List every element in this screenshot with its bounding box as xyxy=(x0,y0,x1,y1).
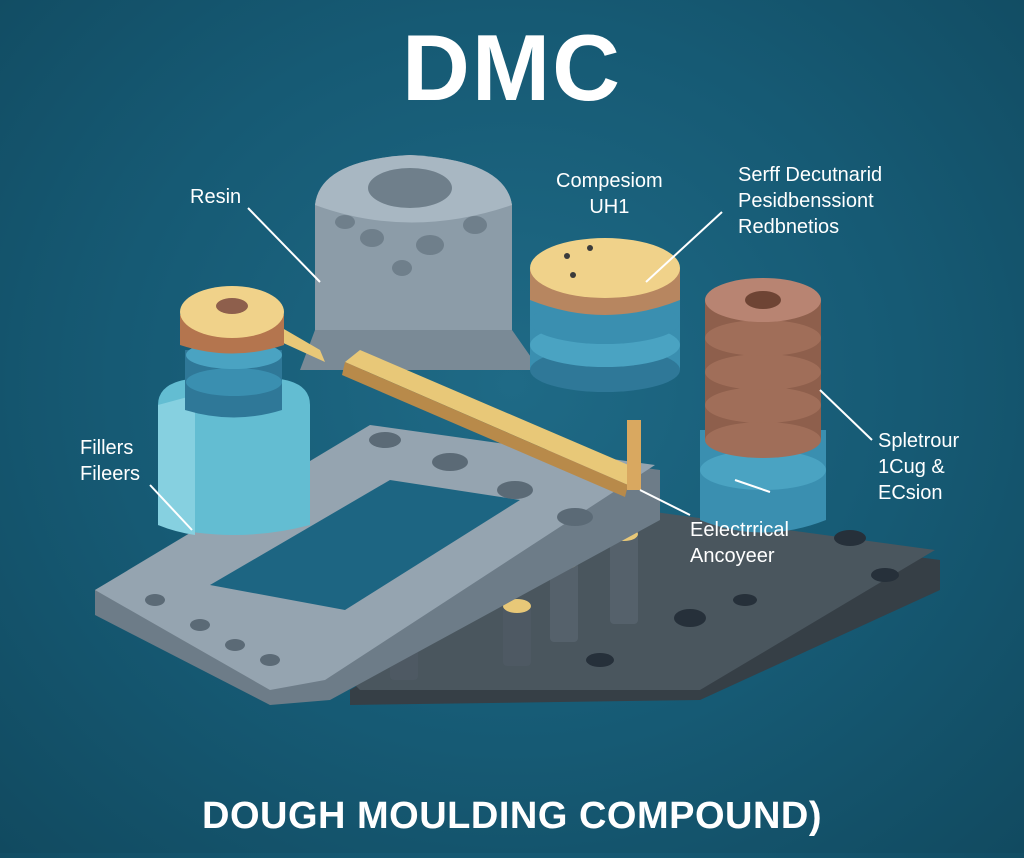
label-resin: Resin xyxy=(190,184,241,210)
label-serf-line-3: Redbnetios xyxy=(738,216,840,238)
electrical-leader-line xyxy=(639,489,691,516)
spletrour-leader-line xyxy=(819,389,873,441)
fillers-leader-line xyxy=(149,484,193,531)
label-serf: Serff Decutnarid Pesidbenssiont Redbneti… xyxy=(738,162,882,240)
label-electrical-line-2: Ancoyeer xyxy=(690,545,775,567)
label-composition: Compesiom UH1 xyxy=(556,168,663,220)
grey-frame xyxy=(95,425,660,705)
label-spletrour-line-2: 1Cug & xyxy=(878,456,945,478)
resin-leader-line xyxy=(247,207,321,283)
label-serf-line-2: Pesidbenssiont xyxy=(738,190,874,212)
label-electrical-line-1: Eelectrrical xyxy=(690,519,789,541)
label-resin-text: Resin xyxy=(190,186,242,208)
fillers-bottle xyxy=(158,286,325,535)
label-spletrour-line-1: Spletrour xyxy=(878,430,960,452)
page-subtitle: DOUGH MOULDING COMPOUND) xyxy=(202,795,822,837)
label-fillers-line-1: Fillers xyxy=(80,437,134,459)
label-electrical: Eelectrrical Ancoyeer xyxy=(690,517,789,569)
label-serf-line-1: Serff Decutnarid xyxy=(738,164,883,186)
serf-leader-line xyxy=(645,211,723,283)
resin-housing xyxy=(300,155,540,370)
label-fillers: Fillers Fileers xyxy=(80,435,140,487)
label-fillers-line-2: Fileers xyxy=(80,463,141,485)
conductor-rod xyxy=(342,350,641,497)
page-title: DMC xyxy=(401,15,623,120)
label-spletrour-line-3: ECsion xyxy=(878,482,943,504)
label-spletrour: Spletrour 1Cug & ECsion xyxy=(878,428,959,506)
label-composition-line-2: UH1 xyxy=(589,196,630,218)
composition-disc-stack xyxy=(530,238,680,392)
brown-stack xyxy=(700,278,826,533)
label-composition-line-1: Compesiom xyxy=(556,170,663,192)
stack-leader-line xyxy=(734,479,771,493)
leader-lines xyxy=(149,207,873,531)
